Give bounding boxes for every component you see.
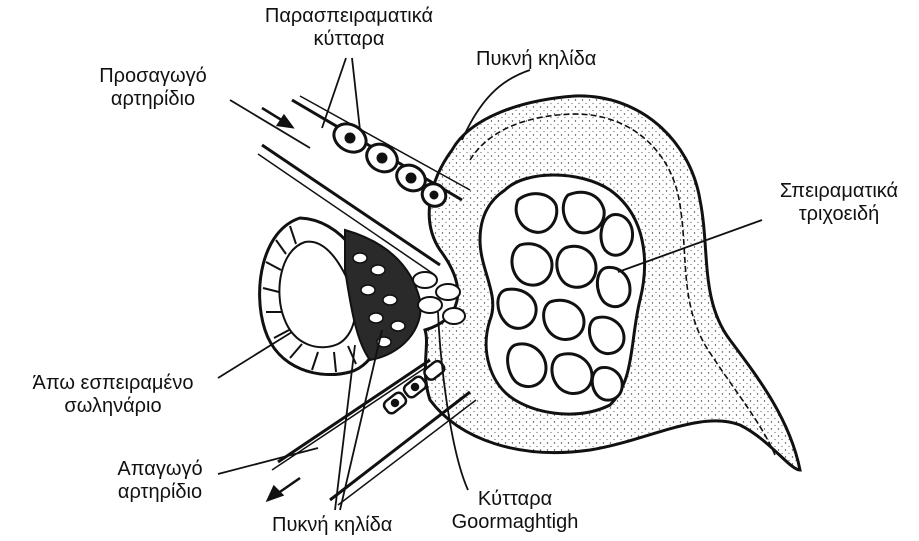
label-macula-densa-top-text: Πυκνή κηλίδα	[476, 48, 596, 71]
label-afferent-line1: Προσαγωγό	[78, 65, 228, 88]
label-parasp-line1: Παρασπειραματικά	[254, 5, 444, 28]
label-capillaries-line2: τριχοειδή	[760, 203, 918, 226]
label-goormaghtigh-cells: Κύτταρα Goormaghtigh	[440, 488, 590, 534]
label-parasp-line2: κύτταρα	[254, 28, 444, 51]
label-distal-tubule: Άπω εσπειραμένο σωληνάριο	[4, 372, 222, 418]
label-afferent-arteriole: Προσαγωγό αρτηρίδιο	[78, 65, 228, 111]
label-efferent-line1: Απαγωγό	[95, 458, 225, 481]
label-goormaghtigh-line1: Κύτταρα	[440, 488, 590, 511]
label-distal-line2: σωληνάριο	[4, 395, 222, 418]
label-efferent-arteriole: Απαγωγό αρτηρίδιο	[95, 458, 225, 504]
label-parasp-cells: Παρασπειραματικά κύτταρα	[254, 5, 444, 51]
label-macula-densa-bottom-text: Πυκνή κηλίδα	[272, 514, 392, 537]
juxtaglomerular-cells	[329, 118, 450, 210]
label-macula-densa-bottom: Πυκνή κηλίδα	[272, 514, 392, 537]
label-glomerular-capillaries: Σπειραματικά τριχοειδή	[760, 180, 918, 226]
label-capillaries-line1: Σπειραματικά	[760, 180, 918, 203]
label-distal-line1: Άπω εσπειραμένο	[4, 372, 222, 395]
label-afferent-line2: αρτηρίδιο	[78, 88, 228, 111]
label-macula-densa-top: Πυκνή κηλίδα	[476, 48, 596, 71]
label-goormaghtigh-line2: Goormaghtigh	[440, 511, 590, 534]
label-efferent-line2: αρτηρίδιο	[95, 481, 225, 504]
